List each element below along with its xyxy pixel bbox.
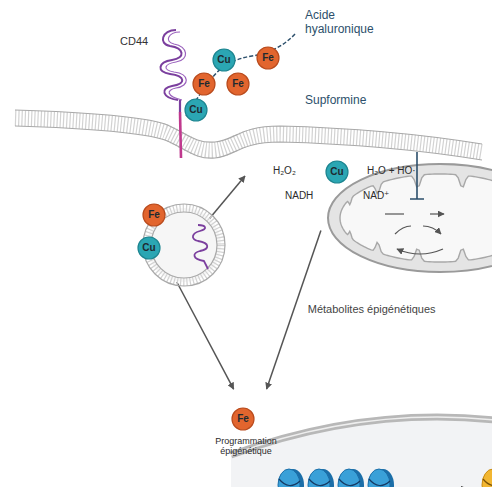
mitochondrion-outer-membrane <box>328 164 492 272</box>
ion-circle <box>143 204 165 226</box>
cell-membrane <box>15 110 482 160</box>
reaction-arrow <box>423 226 441 234</box>
element-symbol: Fe <box>237 413 249 425</box>
iron-ion: Fe <box>231 407 255 431</box>
copper-ion: Cu <box>137 236 161 260</box>
receptor-stem <box>179 100 181 112</box>
receptor-loops <box>166 32 186 100</box>
iron-ion: Fe <box>226 72 250 96</box>
reaction-arrow <box>385 213 404 214</box>
copper-ion: Cu <box>212 48 236 72</box>
node-text: NADH <box>285 190 313 202</box>
element-symbol: Cu <box>330 166 343 178</box>
copper-ion: Cu <box>325 160 349 184</box>
iron-ion: Fe <box>256 46 280 70</box>
iron-ion: Fe <box>142 203 166 227</box>
element-symbol: Cu <box>217 54 230 66</box>
reaction-arrow <box>430 213 444 214</box>
node-text: Programmation épigénétique <box>206 436 286 457</box>
ion-circle <box>227 73 249 95</box>
element-symbol: Fe <box>148 209 160 221</box>
nucleosome <box>308 469 330 487</box>
molecule-label: Acide hyaluronique <box>305 8 387 37</box>
copper-ion: Cu <box>184 98 208 122</box>
node-text: H₂O₂ <box>273 165 296 177</box>
element-symbol: Fe <box>198 78 210 90</box>
element-symbol: Cu <box>189 104 202 116</box>
reaction-arrow <box>395 226 411 234</box>
element-symbol: Cu <box>142 242 155 254</box>
transport-arrow <box>177 282 234 389</box>
dna-wrap <box>483 479 492 487</box>
nucleosome <box>368 469 390 487</box>
internalized-receptor <box>193 225 208 269</box>
ion-circle <box>326 161 348 183</box>
ion-circle <box>185 99 207 121</box>
mitochondrion-cristae <box>340 174 492 262</box>
mitochondrion: Cu H₂O₂ H₂O + HO· NADH NAD⁺ <box>245 118 475 234</box>
nucleosome <box>338 469 360 487</box>
iron-ion: Fe <box>192 72 216 96</box>
endocytic-vesicle: FeCu <box>118 198 202 282</box>
node-text: NAD⁺ <box>363 190 389 202</box>
cd44-receptor <box>160 30 186 158</box>
element-symbol: Fe <box>262 52 274 64</box>
ion-circle <box>232 408 254 430</box>
dna-wrap <box>339 479 360 487</box>
transmembrane-segment <box>180 112 181 158</box>
element-symbol: Fe <box>232 78 244 90</box>
vesicle-membrane-line <box>143 204 225 286</box>
reaction-arrow <box>397 249 443 254</box>
membrane-inner-line <box>15 126 482 160</box>
drug-label: Supformine <box>305 93 366 107</box>
ion-circle <box>193 73 215 95</box>
membrane-outer-line <box>15 110 482 144</box>
cell-nucleus: FeProgrammation épigénétique <box>40 386 452 487</box>
dna-wrap <box>309 479 330 487</box>
dna-wrap <box>369 479 390 487</box>
edge-label: Métabolites épigénétiques <box>306 302 438 316</box>
receptor-label: CD44 <box>120 35 148 48</box>
ion-circle <box>257 47 279 69</box>
nucleosome <box>482 469 492 487</box>
node-text: H₂O + HO· <box>367 165 416 177</box>
nucleosome <box>278 469 300 487</box>
ion-circle <box>213 49 235 71</box>
ion-circle <box>138 237 160 259</box>
dna-wrap <box>279 479 300 487</box>
